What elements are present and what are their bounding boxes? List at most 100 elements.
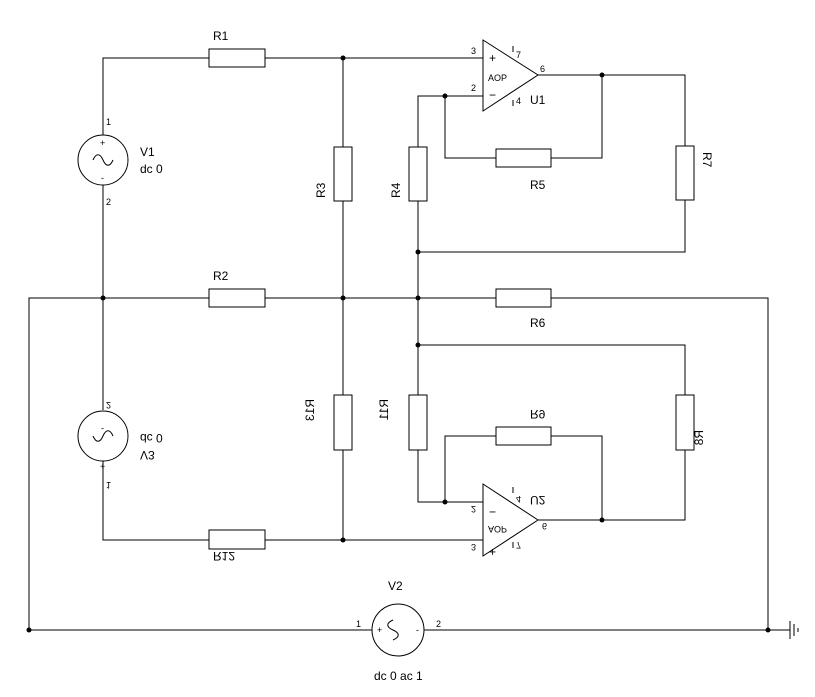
r8-label: R8 <box>692 430 706 446</box>
junction-dot <box>340 55 346 61</box>
junction-dot <box>340 537 346 543</box>
u2-model: AOP <box>488 524 507 534</box>
voltage-source-v2: + - 1 2 V2 dc 0 ac 1 <box>356 579 441 683</box>
wires <box>28 46 790 631</box>
v1-value: dc 0 <box>140 162 163 176</box>
u2-plus: + <box>489 545 496 559</box>
v1-name: V1 <box>140 145 155 159</box>
v2-value: dc 0 ac 1 <box>374 669 423 683</box>
v3-pin2: 2 <box>106 400 111 410</box>
u2-pin3: 3 <box>471 542 476 552</box>
junction-dot <box>415 249 421 255</box>
junction-dot <box>100 295 106 301</box>
u1-pin7: 7 <box>516 50 521 60</box>
voltage-source-v3: + - 1 2 V3 dc 0 <box>77 400 163 490</box>
u2-pin2: 2 <box>471 504 476 514</box>
v1-plus: + <box>100 138 105 148</box>
resistor-r1: R1 <box>208 29 266 68</box>
v3-minus: - <box>101 424 104 434</box>
wire <box>551 297 769 630</box>
v3-pin1: 1 <box>106 480 111 490</box>
wire <box>551 435 603 520</box>
wire <box>551 75 603 159</box>
junction-dot <box>26 627 32 633</box>
resistor-r13: R13 <box>303 394 353 451</box>
u2-pin6: 6 <box>542 521 547 531</box>
v1-pin1: 1 <box>106 117 111 127</box>
junction-dot <box>442 499 448 505</box>
r1-label: R1 <box>213 29 229 43</box>
opamp-u1: + − AOP 3 2 6 7 4 U1 <box>471 39 546 112</box>
wire <box>418 200 686 253</box>
u1-pin4: 4 <box>516 96 521 106</box>
junction-dot <box>415 295 421 301</box>
resistor-r7: R7 <box>675 145 714 201</box>
resistor-r2: R2 <box>208 269 266 308</box>
wire <box>602 450 686 521</box>
v3-value: dc 0 <box>140 431 163 445</box>
wire <box>28 297 209 630</box>
v3-plus: + <box>100 461 105 471</box>
v1-minus: - <box>101 173 104 183</box>
junction-dot <box>599 72 605 78</box>
v2-pin2: 2 <box>436 619 441 629</box>
u1-minus: − <box>489 88 496 102</box>
junction-dot <box>442 93 448 99</box>
r7-label: R7 <box>700 152 714 168</box>
v1-pin2: 2 <box>106 197 111 207</box>
r5-label: R5 <box>530 178 546 192</box>
r9-label: R9 <box>530 407 546 421</box>
u1-pin3: 3 <box>471 46 476 56</box>
sine-wave-icon <box>92 430 114 442</box>
wire <box>444 96 496 159</box>
u1-pin2: 2 <box>471 83 476 93</box>
resistor-r11: R11 <box>377 394 428 451</box>
v3-name: V3 <box>140 448 155 462</box>
junction-dots <box>26 55 771 633</box>
v2-plus: + <box>377 625 382 635</box>
sine-wave-icon <box>92 154 114 166</box>
wire <box>418 344 686 395</box>
resistor-r3: R3 <box>314 146 353 202</box>
resistor-r6: R6 <box>495 288 552 330</box>
u2-name: U2 <box>530 493 546 507</box>
r3-label: R3 <box>314 182 328 198</box>
wire <box>602 74 686 146</box>
v2-pin1: 1 <box>356 619 361 629</box>
sine-wave-icon <box>387 619 399 641</box>
resistor-r5: R5 <box>495 148 552 192</box>
u1-pin6: 6 <box>540 64 545 74</box>
opamp-u2: + − AOP 3 2 6 7 4 U2 <box>471 483 547 559</box>
u2-pin4: 4 <box>516 494 521 504</box>
resistor-r9: R9 <box>495 407 552 446</box>
junction-dot <box>599 517 605 523</box>
wire <box>417 95 445 147</box>
wire <box>444 435 496 502</box>
voltage-source-v1: + - 1 2 V1 dc 0 <box>77 117 163 207</box>
v2-minus: - <box>416 625 419 635</box>
u1-plus: + <box>489 51 496 65</box>
u1-name: U1 <box>530 93 546 107</box>
resistor-r12: R12 <box>208 529 266 563</box>
junction-dot <box>415 342 421 348</box>
u2-pin7: 7 <box>516 540 521 550</box>
wire <box>102 461 209 541</box>
resistor-r4: R4 <box>389 146 428 202</box>
r6-label: R6 <box>530 316 546 330</box>
wire <box>417 450 483 503</box>
u2-minus: − <box>489 505 496 519</box>
junction-dot <box>340 295 346 301</box>
r11-label: R11 <box>377 399 391 420</box>
junction-dot <box>765 627 771 633</box>
r13-label: R13 <box>303 399 317 421</box>
r2-label: R2 <box>213 269 229 283</box>
r4-label: R4 <box>389 182 403 198</box>
u1-model: AOP <box>488 73 507 83</box>
r12-label: R12 <box>213 549 235 563</box>
v2-name: V2 <box>388 579 403 593</box>
resistor-r8: R8 <box>675 394 706 451</box>
ground-symbol <box>789 621 799 639</box>
wire <box>102 57 209 135</box>
